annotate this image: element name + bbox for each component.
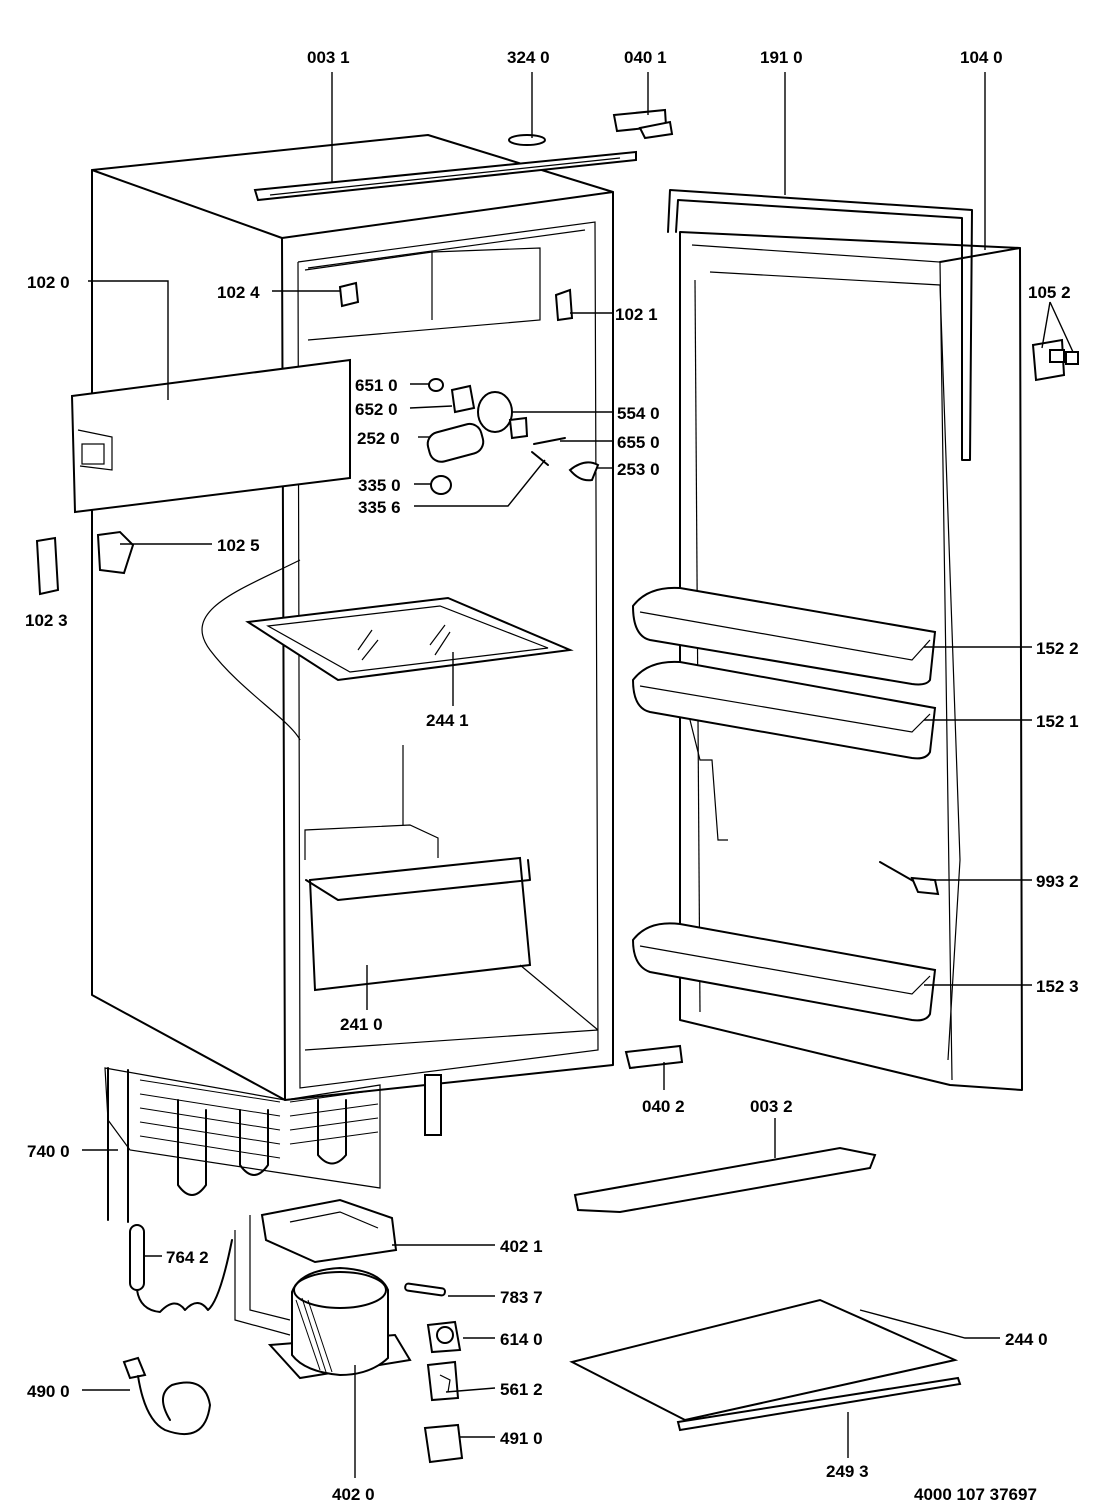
- leader-lines: [82, 72, 1074, 1478]
- callout-655-0: 655 0: [617, 433, 660, 452]
- callout-191-0: 191 0: [760, 48, 803, 67]
- callout-561-2: 561 2: [500, 1380, 543, 1399]
- callout-249-3: 249 3: [826, 1462, 869, 1481]
- callout-102-1: 102 1: [615, 305, 658, 324]
- callout-105-2: 105 2: [1028, 283, 1071, 302]
- glass-plate: [569, 1298, 959, 1422]
- callout-040-2: 040 2: [642, 1097, 685, 1116]
- cabinet-body: [91, 134, 614, 1101]
- filter-drier: [404, 1282, 446, 1297]
- callout-102-4: 102 4: [217, 283, 260, 302]
- callout-252-0: 252 0: [357, 429, 400, 448]
- callout-651-0: 651 0: [355, 376, 398, 395]
- callout-241-0: 241 0: [340, 1015, 383, 1034]
- callout-152-1: 152 1: [1036, 712, 1079, 731]
- callout-614-0: 614 0: [500, 1330, 543, 1349]
- hinge-1023: [35, 536, 60, 596]
- capillary-tube: [129, 1224, 233, 1313]
- door: [667, 189, 1023, 1091]
- top-hinge: [612, 108, 674, 140]
- bottom-hinge: [624, 1044, 684, 1070]
- callout-253-0: 253 0: [617, 460, 660, 479]
- door-shelf-1523: [631, 922, 937, 1022]
- compressor: [234, 1215, 412, 1380]
- callout-152-2: 152 2: [1036, 639, 1079, 658]
- callout-labels: 003 1 324 0 040 1 191 0 104 0 102 0 102 …: [25, 48, 1079, 1504]
- callout-040-1: 040 1: [624, 48, 667, 67]
- callout-993-2: 993 2: [1036, 872, 1079, 891]
- callout-652-0: 652 0: [355, 400, 398, 419]
- callout-335-6: 335 6: [358, 498, 401, 517]
- callout-491-0: 491 0: [500, 1429, 543, 1448]
- callout-335-0: 335 0: [358, 476, 401, 495]
- callout-102-5: 102 5: [217, 536, 260, 555]
- callout-244-1: 244 1: [426, 711, 469, 730]
- door-hinge: [1031, 338, 1079, 382]
- callout-244-0: 244 0: [1005, 1330, 1048, 1349]
- callout-490-0: 490 0: [27, 1382, 70, 1401]
- clip-part: [508, 134, 546, 146]
- callout-003-1: 003 1: [307, 48, 350, 67]
- callout-402-1: 402 1: [500, 1237, 543, 1256]
- relay-5612: [426, 1360, 460, 1402]
- thermostat-group: [426, 378, 600, 495]
- trim-strip: [676, 1376, 962, 1432]
- callout-783-7: 783 7: [500, 1288, 543, 1307]
- callout-402-0: 402 0: [332, 1485, 375, 1504]
- callout-102-0: 102 0: [27, 273, 70, 292]
- callout-740-0: 740 0: [27, 1142, 70, 1161]
- document-number: 4000 107 37697: [914, 1485, 1037, 1504]
- glass-shelf: [245, 596, 574, 682]
- callout-764-2: 764 2: [166, 1248, 209, 1267]
- callout-104-0: 104 0: [960, 48, 1003, 67]
- bracket-1025: [96, 530, 135, 575]
- callout-102-3: 102 3: [25, 611, 68, 630]
- relay-6140: [426, 1320, 462, 1354]
- callout-003-2: 003 2: [750, 1097, 793, 1116]
- condenser: [104, 1067, 442, 1223]
- bracket-1021: [554, 288, 574, 322]
- callout-152-3: 152 3: [1036, 977, 1079, 996]
- control-cover: [70, 358, 351, 514]
- callout-554-0: 554 0: [617, 404, 660, 423]
- power-cord: [122, 1356, 211, 1435]
- cover-4910: [423, 1423, 464, 1464]
- drip-tray: [260, 1198, 398, 1264]
- sensor-part: [879, 861, 940, 896]
- bracket-1024: [338, 281, 360, 308]
- callout-324-0: 324 0: [507, 48, 550, 67]
- bottom-rail: [573, 1146, 877, 1214]
- top-rail: [253, 150, 637, 202]
